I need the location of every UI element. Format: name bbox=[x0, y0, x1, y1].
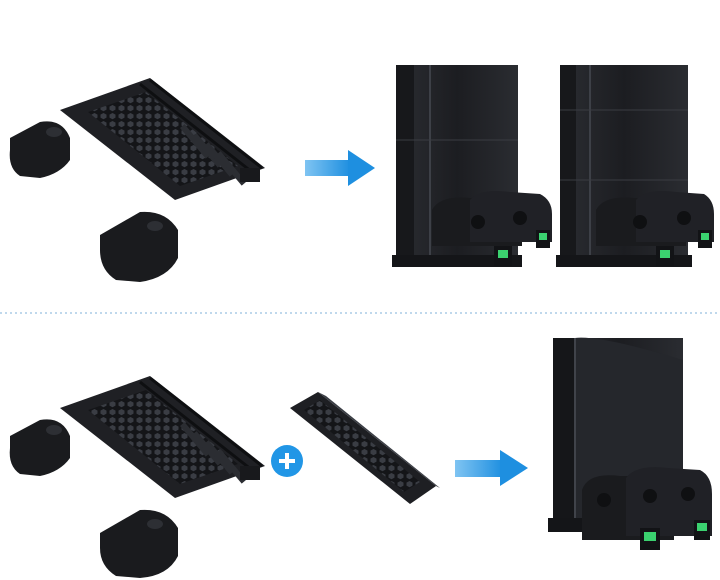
charging-stand-bottom bbox=[9, 376, 265, 578]
adapter-bracket bbox=[290, 392, 440, 504]
charging-stand-top bbox=[9, 78, 265, 282]
arrow-right-icon bbox=[305, 150, 375, 186]
plus-icon bbox=[271, 445, 303, 477]
console-vertical-1 bbox=[392, 65, 552, 267]
arrow-right-icon bbox=[455, 450, 528, 486]
console-vertical-3 bbox=[548, 337, 712, 550]
console-vertical-2 bbox=[556, 65, 714, 267]
